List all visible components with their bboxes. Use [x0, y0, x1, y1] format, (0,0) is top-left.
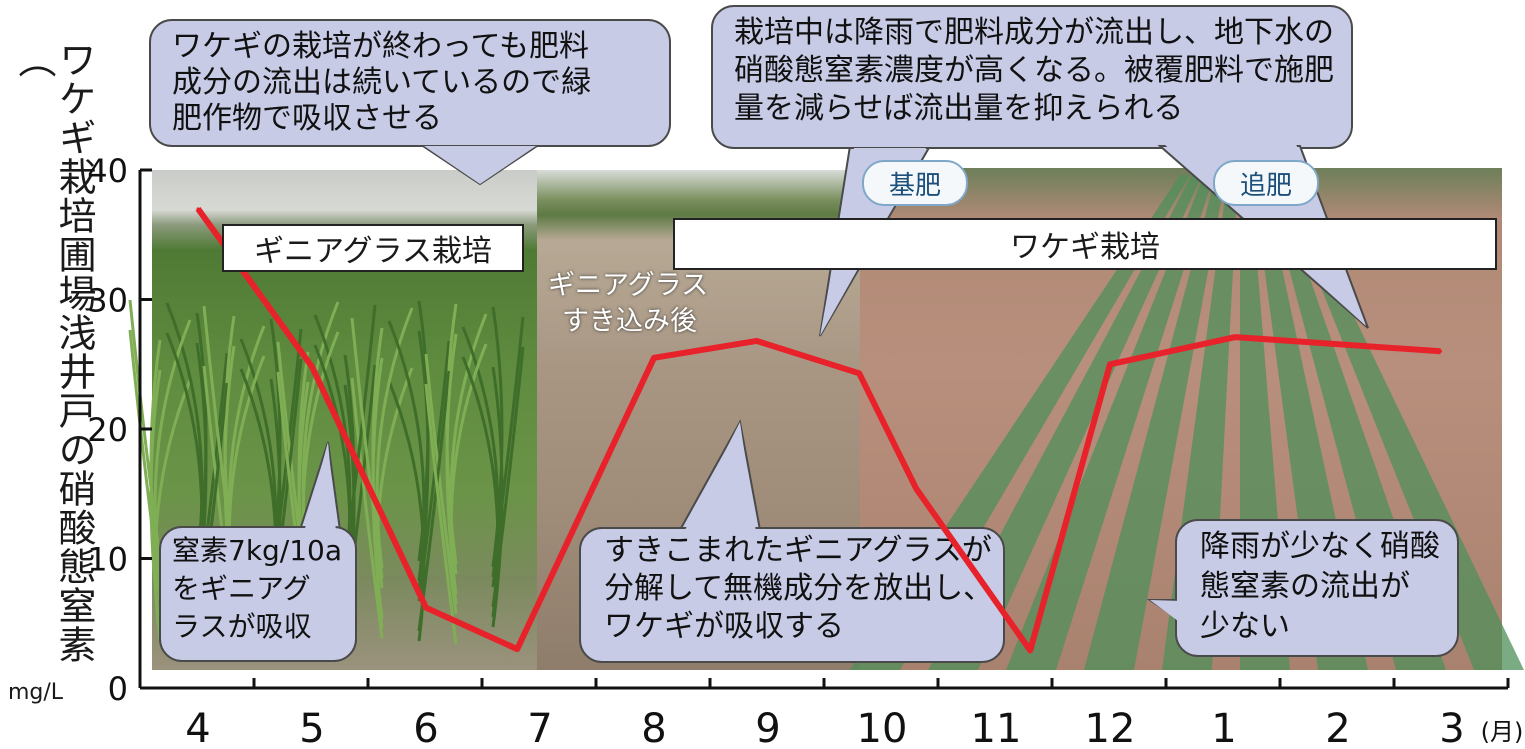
x-tick-label: 1 [1211, 706, 1236, 749]
callout-nitrogen-box [159, 526, 357, 662]
x-tick-label: 5 [299, 706, 324, 749]
grass-blade [350, 317, 384, 579]
basal-fertilizer-badge: 基肥 [862, 160, 968, 206]
callout-top-left-tail-fill [424, 146, 536, 184]
callout-low-rain-text: 態窒素の流出が [1200, 569, 1410, 604]
after-plowing-note: ギニアグラス すき込み後 [548, 268, 708, 340]
guinea-grass-cultivation-label: ギニアグラス栽培 [222, 224, 524, 272]
nitrate-data-point [196, 207, 200, 211]
callout-decompose-text: 分解して無機成分を放出し、 [604, 571, 993, 606]
grass-blade [424, 353, 458, 615]
nitrate-data-point [652, 356, 656, 360]
grass-blade [387, 320, 426, 582]
callout-top-right-text: 量を減らせば流出量を抑えられる [734, 91, 1183, 126]
y-axis-unit: mg/L [8, 680, 64, 705]
grass-blade [449, 313, 488, 575]
callout-decompose-box [579, 527, 1005, 663]
callout-top-left-text: 成分の流出は続いているので緑 [172, 65, 591, 100]
nitrate-data-point [1108, 362, 1112, 366]
nitrate-series-line [195, 207, 1441, 654]
callout-low-rain-text: 少ない [1200, 609, 1290, 644]
nitrate-data-point [755, 339, 759, 343]
y-tick-label: 30 [87, 282, 128, 320]
wakegi-cultivation-label: ワケギ栽培 [673, 218, 1497, 270]
callout-top-right-text: 栽培中は降雨で肥料成分が流出し、地下水の [734, 15, 1334, 50]
grass-blade [424, 383, 458, 645]
callout-low-rain-box [1175, 519, 1459, 657]
callout-decompose-tail-fill [684, 422, 756, 532]
x-tick-label: 6 [413, 706, 438, 749]
x-tick-label: 7 [527, 706, 552, 749]
grass-blade [445, 333, 458, 595]
nitrate-data-point [857, 371, 861, 375]
y-tick-label: 20 [87, 411, 128, 449]
y-tick-label: 10 [87, 541, 128, 579]
after-plowing-line1: ギニアグラス [548, 270, 709, 301]
callout-decompose-text: すきこまれたギニアグラスが [604, 533, 992, 568]
x-tick-label: 3 [1439, 706, 1464, 749]
callout-low-rain-text: 降雨が少なく硝酸 [1200, 529, 1440, 564]
callout-top-left-text: ワケギの栽培が終わっても肥料 [172, 29, 589, 64]
callout-nitrogen-text: ラスが吸収 [172, 610, 311, 643]
x-tick-label: 2 [1325, 706, 1350, 749]
grass-blade [149, 369, 162, 631]
grass-blade [375, 307, 414, 569]
nitrate-data-point [310, 365, 314, 369]
grass-blade [491, 346, 525, 608]
grass-blade [371, 357, 384, 619]
callout-top-right-text: 硝酸態窒素濃度が高くなる。被覆肥料で施肥 [734, 53, 1334, 88]
callout-top-right-box [711, 5, 1353, 149]
callout-nitrogen-tail-fill [304, 442, 336, 532]
nitrate-data-point [914, 487, 918, 491]
x-tick-label: 4 [185, 706, 210, 749]
callout-top-left-text: 肥作物で吸収させる [172, 101, 442, 136]
grass-blade [153, 319, 192, 581]
x-tick-label: 11 [971, 706, 1022, 749]
callout-nitrogen-text: 窒素7kg/10a [172, 534, 342, 567]
y-tick-label: 0 [108, 670, 128, 708]
after-plowing-line2: すき込み後 [562, 306, 697, 337]
callout-low-rain-tail-fill [1150, 600, 1214, 642]
x-tick-label: 8 [641, 706, 666, 749]
y-tick-label: 40 [87, 152, 128, 190]
nitrate-data-point [424, 606, 428, 610]
y-axis-title: ワケギ栽培圃場浅井戸の硝酸態窒素（ mg/L [8, 40, 96, 705]
grass-blade [128, 329, 162, 591]
nitrate-data-point [1028, 648, 1032, 652]
callout-decompose-text: ワケギが吸収する [604, 609, 844, 644]
nitrate-data-point [515, 647, 519, 651]
x-tick-label: 10 [857, 706, 908, 749]
top-dressing-badge: 追肥 [1213, 160, 1319, 206]
grass-blade [491, 306, 504, 568]
nitrate-data-point [1439, 349, 1443, 353]
x-tick-label: 12 [1085, 706, 1136, 749]
nitrate-data-point [1233, 335, 1237, 339]
grass-blade [375, 367, 414, 629]
callout-top-left-box [149, 19, 671, 147]
callout-nitrogen-text: をギニアグ [172, 572, 311, 605]
grass-blade [350, 377, 384, 639]
x-tick-label: 9 [755, 706, 780, 749]
y-axis-label: ワケギ栽培圃場浅井戸の硝酸態窒素（ [12, 40, 96, 664]
field-row [1084, 175, 1226, 670]
x-axis-unit: (月) [1481, 718, 1524, 746]
